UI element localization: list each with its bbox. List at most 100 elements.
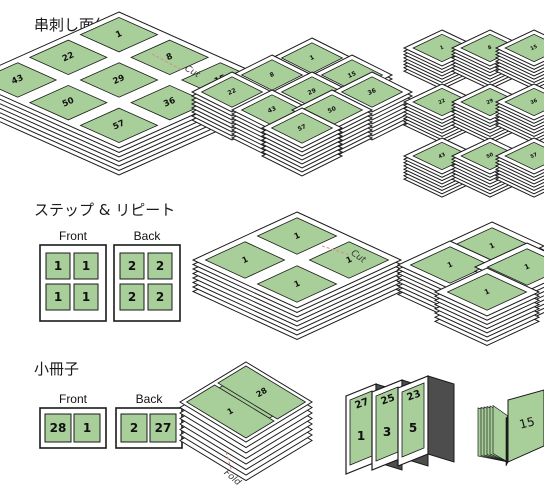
page-cell [504, 33, 544, 63]
front-page-number: 1 [83, 421, 91, 435]
cut-line [151, 53, 183, 71]
stack-number: 43 [267, 105, 277, 115]
signature-page-number: 5 [409, 421, 417, 435]
page-number: 36 [162, 96, 177, 110]
front-page-cell [73, 283, 99, 311]
back-page-cell [120, 413, 148, 443]
fold-line [225, 451, 233, 473]
column-number: 36 [530, 98, 539, 107]
signature-number: 27 [354, 396, 371, 411]
booklet-front-panel: Front 28 1 [39, 392, 107, 449]
back-page-number: 2 [130, 421, 138, 435]
page-number: 1 [114, 29, 124, 41]
front-page-cell [44, 413, 72, 443]
back-page-number: 2 [128, 259, 136, 273]
back-page-cell [119, 283, 145, 311]
front-page-cell [73, 413, 101, 443]
page-number: 1 [293, 231, 302, 242]
page-number: 57 [112, 118, 127, 132]
front-page-cell [73, 252, 99, 280]
page-cell [130, 39, 210, 75]
column-number: 57 [530, 152, 539, 161]
page-cell [79, 107, 159, 143]
page-number: 1 [241, 255, 250, 266]
column-number: 50 [486, 152, 495, 161]
stack-number: 29 [307, 87, 317, 97]
signature-number: 23 [406, 388, 423, 403]
book-spine [505, 415, 509, 467]
booklet-stack-number: 1 [226, 406, 236, 417]
booklet-page-cell [217, 365, 307, 420]
column-number: 43 [438, 152, 447, 161]
page-cell [504, 87, 544, 117]
stack-number: 1 [523, 262, 531, 271]
signature-page [401, 382, 425, 458]
page-cell [446, 273, 528, 311]
page-cell [256, 265, 338, 303]
stack-number: 15 [347, 70, 357, 80]
page-number: 50 [61, 96, 76, 110]
booklet-title: 小冊子 [34, 360, 79, 378]
book-page-number: 15 [518, 414, 536, 431]
page-cell [79, 17, 159, 53]
page-cell [0, 62, 58, 98]
page-number: 29 [112, 73, 127, 87]
page-cell [28, 39, 108, 75]
front-page-cell [45, 283, 71, 311]
booklet-back-panel: Back 2 27 [115, 392, 183, 449]
page-cell [486, 248, 544, 286]
column-number: 15 [530, 44, 539, 53]
stack-number: 1 [446, 260, 454, 269]
back-page-number: 2 [156, 259, 164, 273]
stack-number: 1 [309, 54, 316, 62]
top-sheet [191, 211, 403, 309]
page-number: 1 [293, 279, 302, 290]
page-number: 1 [345, 255, 354, 266]
front-page-number: 1 [54, 259, 62, 273]
page-number: 43 [10, 73, 25, 87]
front-page-number: 1 [82, 259, 90, 273]
back-page-cell [119, 252, 145, 280]
signature-number: 25 [380, 392, 397, 407]
booklet-front-label: Front [59, 392, 88, 406]
page-cell [409, 246, 491, 284]
column-number: 8 [487, 44, 493, 51]
page-cell [256, 217, 338, 255]
front-page-number: 1 [54, 290, 62, 304]
stack-number: 1 [488, 241, 496, 250]
page-cell [340, 76, 404, 108]
back-page-number: 2 [156, 290, 164, 304]
back-page-cell [147, 252, 173, 280]
booklet-bound-book: 15 [477, 389, 544, 467]
front-label: Front [59, 229, 88, 243]
booklet-folded-signatures: 27 1 25 3 23 5 [345, 375, 455, 475]
signature-page-number: 1 [357, 429, 365, 443]
back-page-cell [147, 283, 173, 311]
page-cell [308, 241, 390, 279]
stack-number: 36 [367, 87, 377, 97]
stack-number: 8 [269, 71, 276, 79]
column-number: 1 [439, 44, 445, 51]
stack-number: 50 [327, 105, 337, 115]
back-page-number: 27 [155, 421, 172, 435]
page-number: 22 [61, 50, 76, 64]
signature-spine [427, 375, 455, 463]
column-number: 29 [486, 98, 495, 107]
front-page-cell [45, 252, 71, 280]
booklet-back-label: Back [136, 392, 164, 406]
saddle-stitch-sheet-stack: 1815222936435057Cut [0, 11, 273, 176]
signature-page-number: 3 [383, 425, 391, 439]
back-page-cell [149, 413, 177, 443]
stack-number: 22 [227, 87, 237, 97]
front-page-number: 28 [50, 421, 67, 435]
stack-number: 1 [483, 287, 491, 296]
booklet-page-cell [185, 384, 275, 439]
page-cell [200, 76, 264, 108]
